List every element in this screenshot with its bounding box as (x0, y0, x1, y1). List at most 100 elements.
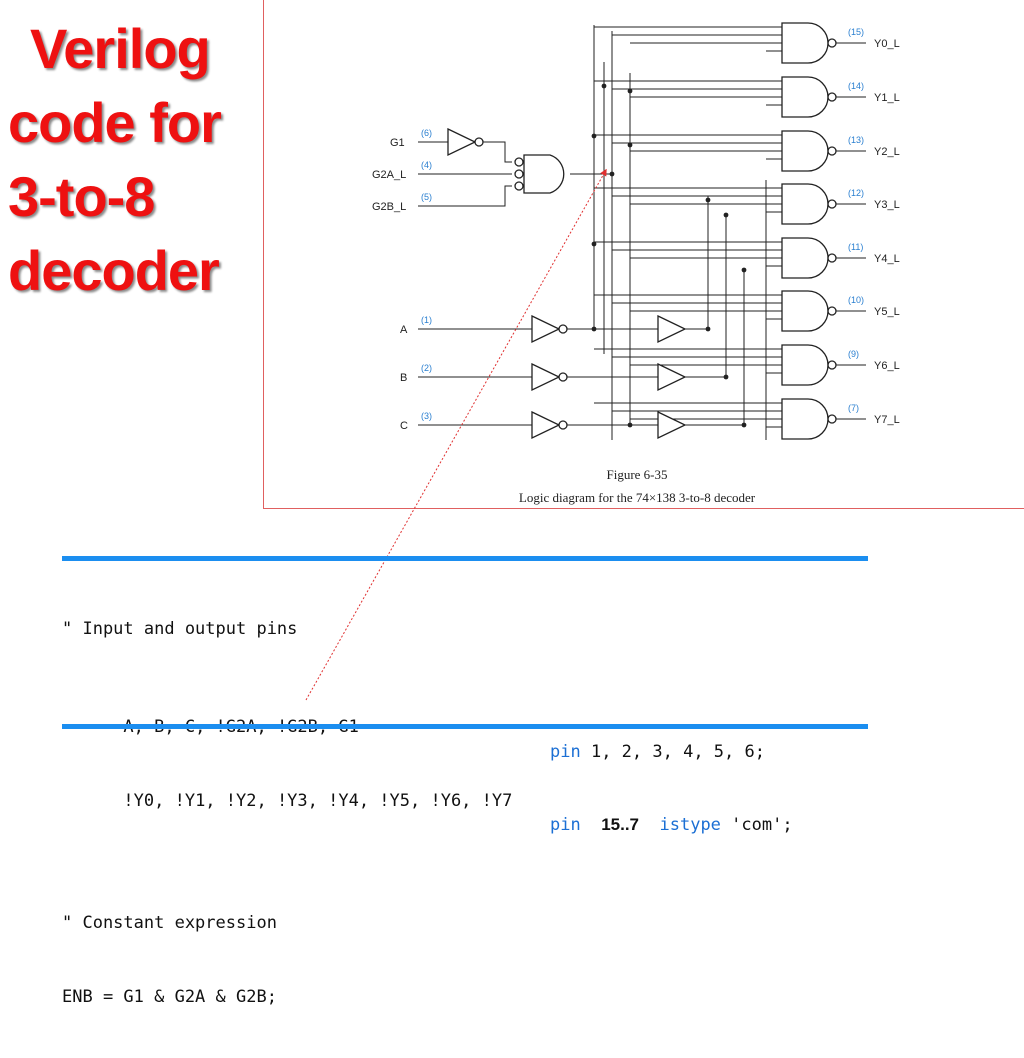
code-line: ENB = G1 & G2A & G2B; (62, 986, 277, 1007)
code-top-rule (62, 556, 868, 561)
inversion-bubble (827, 199, 837, 209)
nand-gate (781, 290, 829, 332)
pin-number: (4) (421, 160, 432, 170)
inversion-bubble (558, 372, 568, 382)
inversion-bubble (827, 306, 837, 316)
inverter-gate (447, 127, 477, 157)
title-line: Verilog (30, 17, 211, 80)
figure-caption-text: Logic diagram for the 74×138 3-to-8 deco… (519, 490, 756, 505)
pin-number: (15) (848, 27, 864, 37)
code-comment: " Constant expression (62, 913, 277, 933)
junction-dot (591, 326, 597, 332)
nand-gate (781, 22, 829, 64)
and-gate (523, 154, 565, 194)
junction-dot (723, 374, 729, 380)
code-pin-range: 15..7 (601, 815, 640, 834)
inverter-gate (531, 314, 561, 344)
input-label: C (400, 420, 408, 432)
code-line: A, B, C, !G2A, !G2B, G1 pin 1, 2, 3, 4, … (62, 691, 765, 762)
wire (418, 185, 512, 207)
input-label: G2A_L (372, 169, 406, 181)
input-label: B (400, 372, 407, 384)
junction-dot (741, 267, 747, 273)
figure-caption-title: Figure 6-35 (606, 467, 667, 482)
inversion-bubble (514, 157, 524, 167)
junction-dot (591, 241, 597, 247)
junction-dot (601, 83, 607, 89)
nand-gate (781, 76, 829, 118)
junction-dot (705, 197, 711, 203)
nand-gate (781, 130, 829, 172)
junction-dot (723, 212, 729, 218)
title-line: decoder (8, 239, 220, 302)
buffer-gate (657, 362, 687, 392)
pin-number: (5) (421, 192, 432, 202)
code-listing: " Input and output pins A, B, C, !G2A, !… (62, 556, 868, 1007)
inversion-bubble (558, 324, 568, 334)
inversion-bubble (514, 181, 524, 191)
output-label: Y3_L (874, 199, 900, 211)
output-label: Y5_L (874, 306, 900, 318)
buffer-gate (657, 314, 687, 344)
pin-number: (6) (421, 128, 432, 138)
title-line: code for (8, 91, 222, 154)
code-keyword: pin (550, 815, 581, 835)
pin-number: (7) (848, 403, 859, 413)
inversion-bubble (827, 146, 837, 156)
code-type: 'com'; (731, 815, 793, 835)
nand-gate (781, 183, 829, 225)
code-keyword: istype (659, 815, 721, 835)
output-label: Y4_L (874, 253, 900, 265)
output-label: Y0_L (874, 38, 900, 50)
inversion-bubble (827, 38, 837, 48)
code-blank-line (62, 838, 512, 863)
output-label: Y7_L (874, 414, 900, 426)
inverter-gate (531, 362, 561, 392)
nand-gate (781, 398, 829, 440)
input-label: G1 (390, 137, 405, 149)
wire (483, 141, 512, 163)
output-label: Y1_L (874, 92, 900, 104)
junction-dot (609, 171, 615, 177)
pin-number: (12) (848, 188, 864, 198)
pin-number: (11) (848, 242, 863, 252)
junction-dot (627, 142, 633, 148)
pin-number: (10) (848, 295, 864, 305)
code-comment: " Input and output pins (62, 619, 298, 639)
pin-number: (13) (848, 135, 864, 145)
buffer-gate (657, 410, 687, 440)
pin-number: (2) (421, 363, 432, 373)
output-label: Y6_L (874, 360, 900, 372)
input-label: G2B_L (372, 201, 406, 213)
nand-gate (781, 344, 829, 386)
inversion-bubble (558, 420, 568, 430)
code-pin-decl: pin 15..7 istype 'com'; (550, 813, 793, 838)
code-signals: !Y0, !Y1, !Y2, !Y3, !Y4, !Y5, !Y6, !Y7 (123, 790, 513, 811)
code-keyword: pin (550, 741, 581, 762)
inversion-bubble (514, 169, 524, 179)
inversion-bubble (827, 414, 837, 424)
nand-gate (781, 237, 829, 279)
output-label: Y2_L (874, 146, 900, 158)
inverter-gate (531, 410, 561, 440)
pin-number: (3) (421, 411, 432, 421)
annotation-arrow (305, 168, 607, 701)
input-label: A (400, 324, 408, 336)
inversion-bubble (474, 137, 484, 147)
pin-number: (1) (421, 315, 432, 325)
inversion-bubble (827, 92, 837, 102)
code-pin-decl: pin 1, 2, 3, 4, 5, 6; (550, 740, 765, 765)
code-pin-numbers: 1, 2, 3, 4, 5, 6; (590, 741, 765, 762)
decoder-logic-diagram: G1 (6) G2A_L (4) G2B_L (5) A (1) B (2) C (3) Y0_L (15… (305, 22, 900, 701)
junction-dot (705, 326, 711, 332)
code-block: " Input and output pins A, B, C, !G2A, !… (62, 568, 793, 1058)
inversion-bubble (827, 360, 837, 370)
figure-frame (263, 0, 1024, 509)
code-bottom-rule (62, 724, 868, 729)
junction-dot (627, 88, 633, 94)
slide-title: Verilog code for 3-to-8 decoder (8, 12, 258, 308)
junction-dot (591, 133, 597, 139)
inversion-bubble (827, 253, 837, 263)
pin-number: (14) (848, 81, 864, 91)
junction-dot (741, 422, 747, 428)
